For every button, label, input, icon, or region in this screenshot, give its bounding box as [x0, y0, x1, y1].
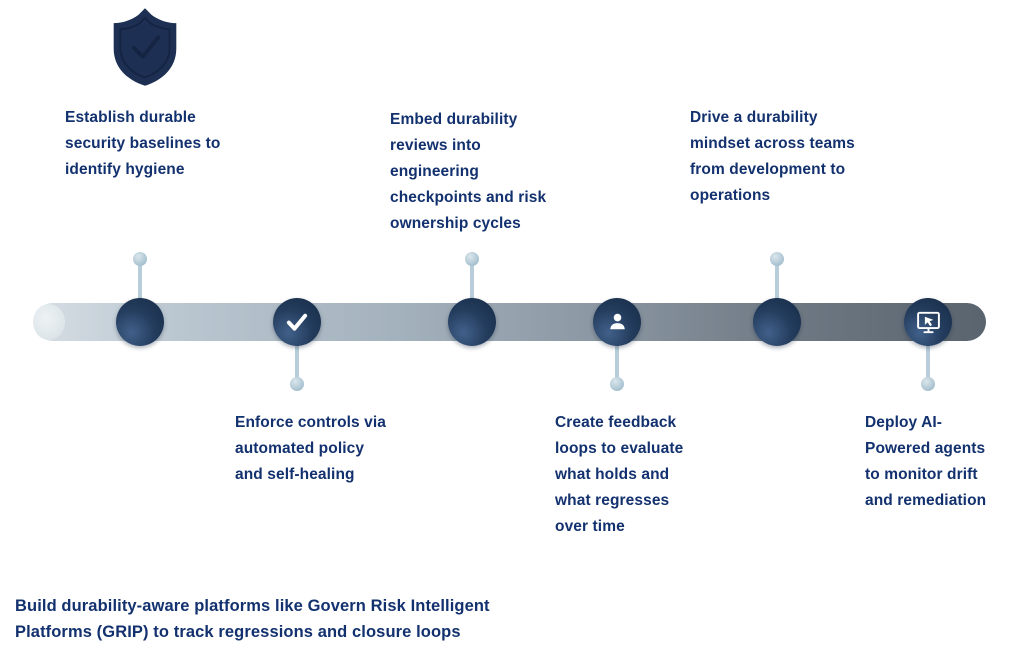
label-line: security baselines to [65, 135, 221, 152]
milestone-label-2: Enforce controls via automated policy an… [235, 410, 386, 488]
label-line: checkpoints and risk [390, 189, 547, 206]
pin-dot-5 [770, 252, 784, 266]
label-line: engineering [390, 163, 479, 180]
timeline-node-5 [753, 298, 801, 346]
label-line: what holds and [555, 466, 670, 483]
label-line: Embed durability [390, 111, 518, 128]
label-line: Enforce controls via [235, 414, 387, 431]
timeline-node-2 [273, 298, 321, 346]
label-line: from development to [690, 161, 846, 178]
label-line: Establish durable [65, 109, 196, 126]
monitor-icon [916, 311, 940, 333]
pin-dot-2 [290, 377, 304, 391]
label-line: automated policy [235, 440, 365, 457]
pin-line-6 [926, 338, 930, 380]
label-line: and self-healing [235, 466, 355, 483]
label-line: and remediation [865, 492, 987, 509]
timeline-bar [34, 303, 986, 341]
pin-dot-3 [465, 252, 479, 266]
pin-line-3 [470, 262, 474, 307]
timeline-node-6 [904, 298, 952, 346]
timeline-start-cap [33, 304, 65, 340]
milestone-label-6: Deploy AI- Powered agents to monitor dri… [865, 410, 986, 514]
milestone-label-1: Establish durable security baselines to … [65, 105, 220, 183]
timeline-node-4 [593, 298, 641, 346]
footer-caption: Build durability-aware platforms like Go… [15, 593, 490, 645]
milestone-label-3: Embed durability reviews into engineerin… [390, 107, 546, 237]
milestone-label-4: Create feedback loops to evaluate what h… [555, 410, 683, 540]
pin-line-4 [615, 338, 619, 380]
pin-dot-4 [610, 377, 624, 391]
timeline-node-1 [116, 298, 164, 346]
footer-line: Build durability-aware platforms like Go… [15, 597, 490, 615]
label-line: Powered agents [865, 440, 986, 457]
pin-line-5 [775, 262, 779, 307]
label-line: ownership cycles [390, 215, 521, 232]
label-line: to monitor drift [865, 466, 978, 483]
label-line: reviews into [390, 137, 481, 154]
brand-logo [105, 6, 185, 88]
label-line: Create feedback [555, 414, 677, 431]
pin-dot-1 [133, 252, 147, 266]
label-line: mindset across teams [690, 135, 855, 152]
pin-line-1 [138, 262, 142, 307]
person-icon [609, 313, 625, 329]
label-line: what regresses [555, 492, 670, 509]
label-line: operations [690, 187, 771, 204]
label-line: Deploy AI- [865, 414, 943, 431]
check-icon [286, 313, 308, 331]
label-line: identify hygiene [65, 161, 185, 178]
milestone-label-5: Drive a durability mindset across teams … [690, 105, 855, 209]
timeline-node-3 [448, 298, 496, 346]
pin-dot-6 [921, 377, 935, 391]
label-line: loops to evaluate [555, 440, 684, 457]
label-line: Drive a durability [690, 109, 818, 126]
pin-line-2 [295, 338, 299, 380]
footer-line: Platforms (GRIP) to track regressions an… [15, 623, 461, 641]
label-line: over time [555, 518, 625, 535]
shield-check-icon [113, 8, 177, 86]
